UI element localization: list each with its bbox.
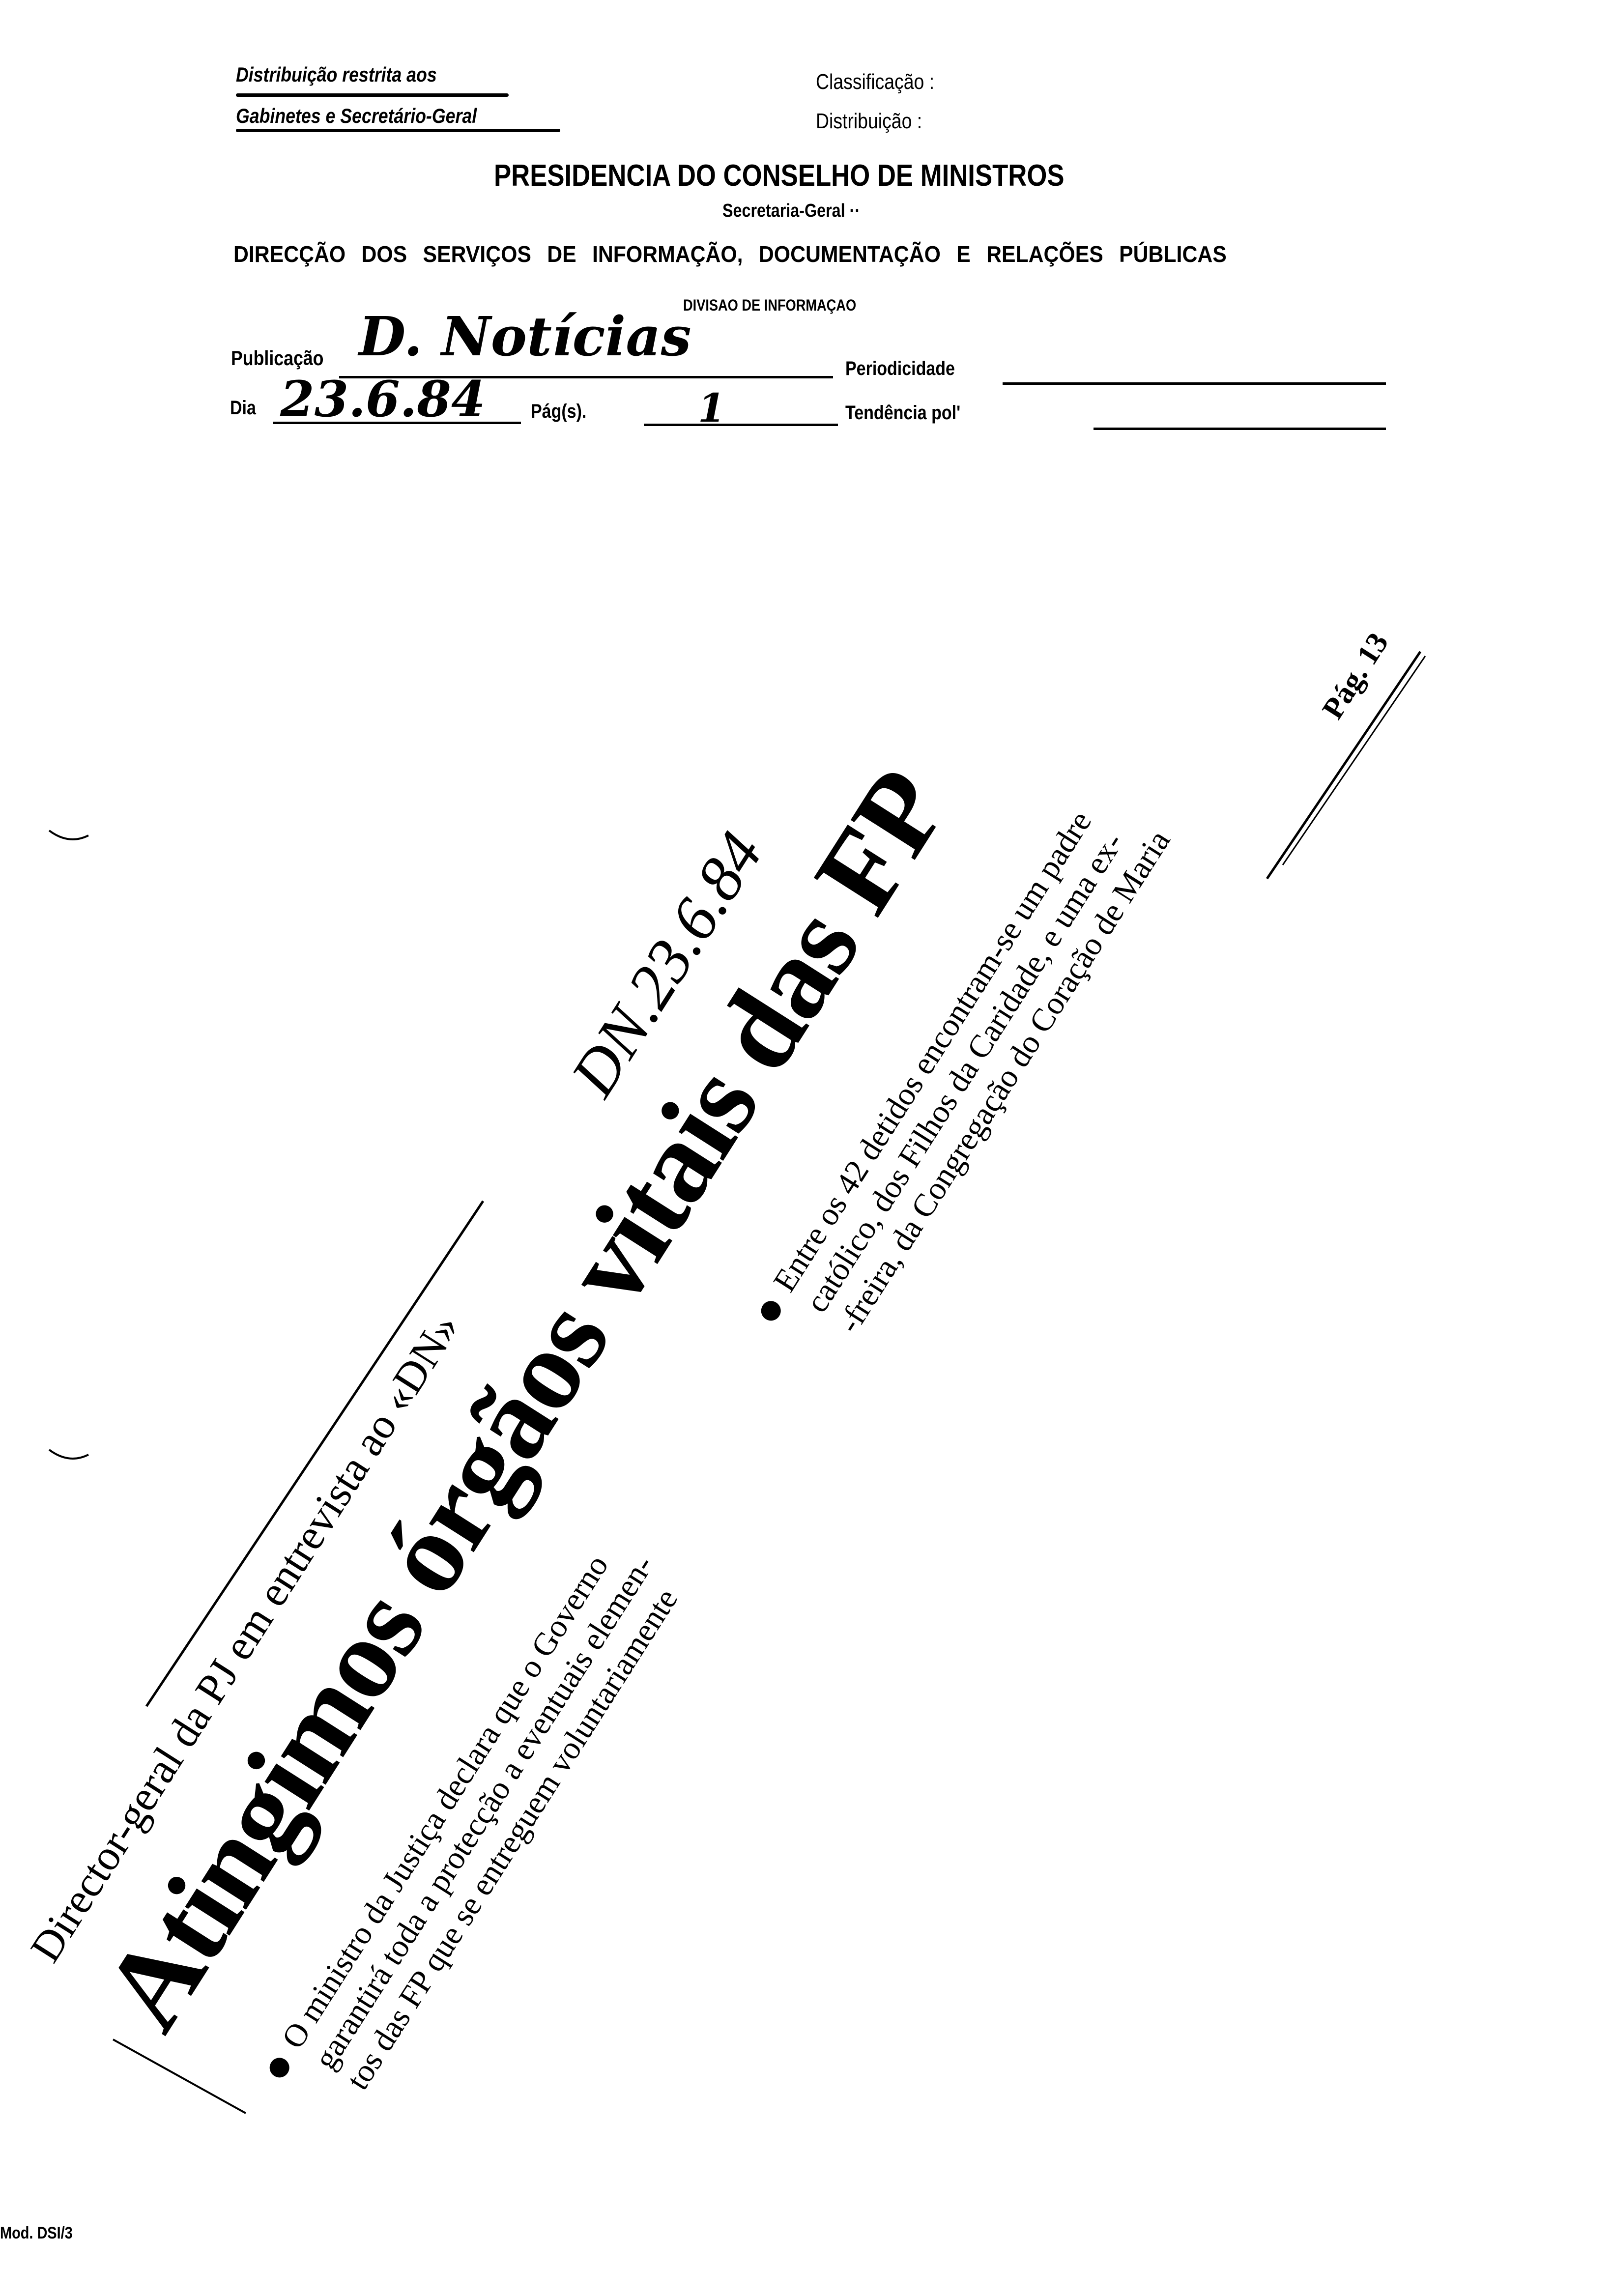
directorate: DIRECÇÃO DOS SERVIÇOS DE INFORMAÇÃO, DOC… <box>233 241 1227 267</box>
day-label: Dia <box>230 397 256 419</box>
division: DIVISAO DE INFORMAÇAO <box>683 296 857 314</box>
publication-label: Publicação <box>231 346 324 370</box>
pages-value: 1 <box>698 385 725 431</box>
publication-value: D. Notícias <box>359 305 691 368</box>
organization-title: PRESIDENCIA DO CONSELHO DE MINISTROS <box>494 159 1065 193</box>
underline <box>236 129 560 132</box>
classification-label: Classificação : <box>816 70 935 94</box>
tendency-label: Tendência pol' <box>845 402 961 424</box>
distribution-note-line1: Distribuição restrita aos <box>236 63 437 86</box>
tendency-line <box>1094 428 1386 430</box>
form-code: Mod. DSI/3 <box>0 2224 73 2242</box>
periodicity-label: Periodicidade <box>845 358 955 379</box>
day-value: 23.6.84 <box>280 370 486 428</box>
underline <box>236 93 509 97</box>
secretariat: Secretaria-Geral ·· <box>722 201 861 221</box>
periodicity-line <box>1003 382 1386 385</box>
pages-line <box>644 424 838 426</box>
pages-label: Pág(s). <box>531 401 587 422</box>
distribution-label: Distribuição : <box>816 109 922 133</box>
distribution-note-line2: Gabinetes e Secretário-Geral <box>236 104 477 127</box>
day-line <box>273 422 521 424</box>
publication-line <box>339 376 833 378</box>
